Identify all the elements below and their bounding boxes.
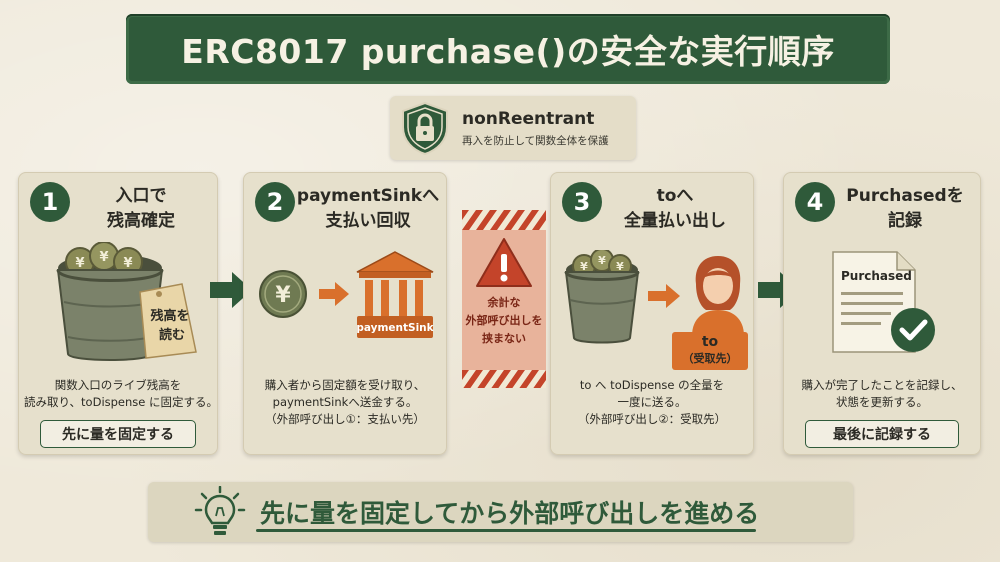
step-number-1: 1 bbox=[30, 182, 70, 222]
step-card-1: 1 入口で 残高確定 ¥ ¥ ¥ 残高を 読む 関数入口のライブ残高を 読み取り… bbox=[18, 172, 218, 455]
hazard-stripes-bottom bbox=[462, 370, 546, 388]
shield-lock-icon bbox=[402, 101, 448, 156]
svg-text:残高を: 残高を bbox=[150, 308, 189, 324]
hazard-stripes-top bbox=[462, 210, 546, 230]
recipient-tag: to （受取先） bbox=[672, 332, 748, 370]
bottom-underline bbox=[256, 529, 756, 532]
payment-sink-label: paymentSink bbox=[356, 322, 434, 334]
document-check-icon: Purchased bbox=[832, 251, 935, 353]
svg-text:¥: ¥ bbox=[75, 256, 84, 271]
step-heading-4: Purchasedを 記録 bbox=[846, 186, 964, 231]
step-heading-2: paymentSinkへ 支払い回収 bbox=[296, 186, 440, 231]
page-title: ERC8017 purchase()の安全な実行順序 bbox=[181, 32, 835, 71]
svg-text:¥: ¥ bbox=[580, 260, 588, 273]
step-description-1: 関数入口のライブ残高を 読み取り、toDispense に固定する。 bbox=[24, 378, 219, 409]
step-number-3: 3 bbox=[562, 182, 602, 222]
bank-icon: paymentSink bbox=[356, 251, 435, 338]
step-number-2: 2 bbox=[255, 182, 295, 222]
warning-text: 余計な 外部呼び出しを 挟まない bbox=[465, 296, 543, 345]
guard-subtitle: 再入を防止して関数全体を保護 bbox=[462, 134, 609, 147]
step-description-4: 購入が完了したことを記録し、 状態を更新する。 bbox=[801, 378, 963, 409]
bottom-banner-text: 先に量を固定してから外部呼び出しを進める bbox=[260, 499, 760, 528]
orange-arrow-icon bbox=[648, 284, 680, 308]
step-card-2: 2 paymentSinkへ 支払い回収 ¥ paymentSink 購入者から… bbox=[243, 172, 447, 455]
balance-tag: 残高を 読む bbox=[139, 283, 197, 359]
recipient-sub: （受取先） bbox=[682, 352, 738, 365]
svg-text:¥: ¥ bbox=[99, 250, 108, 265]
svg-text:¥: ¥ bbox=[275, 283, 291, 308]
nonreentrant-panel: nonReentrant 再入を防止して関数全体を保護 bbox=[390, 96, 636, 160]
step-card-4: 4 Purchasedを 記録 Purchased 購入が完了したことを記録し、… bbox=[783, 172, 981, 455]
step-card-3: 3 toへ 全量払い出し ¥ ¥ ¥ to （受取先） bbox=[550, 172, 754, 455]
recipient-label: to bbox=[701, 334, 719, 350]
step-heading-1: 入口で 残高確定 bbox=[107, 186, 175, 231]
lightbulb-icon bbox=[194, 486, 246, 535]
step-description-2: 購入者から固定額を受け取り、 paymentSinkへ送金する。 （外部呼び出し… bbox=[264, 378, 426, 426]
orange-arrow-icon bbox=[319, 282, 349, 306]
warning-panel: 余計な 外部呼び出しを 挟まない bbox=[462, 210, 546, 388]
bucket-coins-icon: ¥ ¥ ¥ bbox=[56, 242, 164, 361]
svg-text:¥: ¥ bbox=[123, 256, 132, 271]
svg-text:¥: ¥ bbox=[598, 254, 606, 267]
title-banner: ERC8017 purchase()の安全な実行順序 bbox=[126, 14, 890, 84]
svg-text:¥: ¥ bbox=[616, 260, 624, 273]
bucket-coins-icon: ¥ ¥ ¥ bbox=[564, 250, 640, 344]
arrow-right-icon bbox=[210, 272, 252, 308]
person-icon bbox=[692, 256, 744, 336]
step-pill-1: 先に量を固定する bbox=[40, 420, 196, 448]
bottom-banner: 先に量を固定してから外部呼び出しを進める bbox=[148, 482, 853, 542]
document-label: Purchased bbox=[841, 269, 912, 283]
warning-icon bbox=[476, 238, 532, 287]
svg-text:読む: 読む bbox=[159, 327, 185, 343]
step-description-3: to へ toDispense の全量を 一度に送る。 （外部呼び出し②：受取先… bbox=[577, 378, 727, 426]
step-heading-3: toへ 全量払い出し bbox=[624, 186, 726, 231]
yen-coin-icon: ¥ bbox=[259, 270, 307, 318]
step-number-4: 4 bbox=[795, 182, 835, 222]
guard-title: nonReentrant bbox=[462, 108, 595, 129]
step-pill-4: 最後に記録する bbox=[805, 420, 959, 448]
